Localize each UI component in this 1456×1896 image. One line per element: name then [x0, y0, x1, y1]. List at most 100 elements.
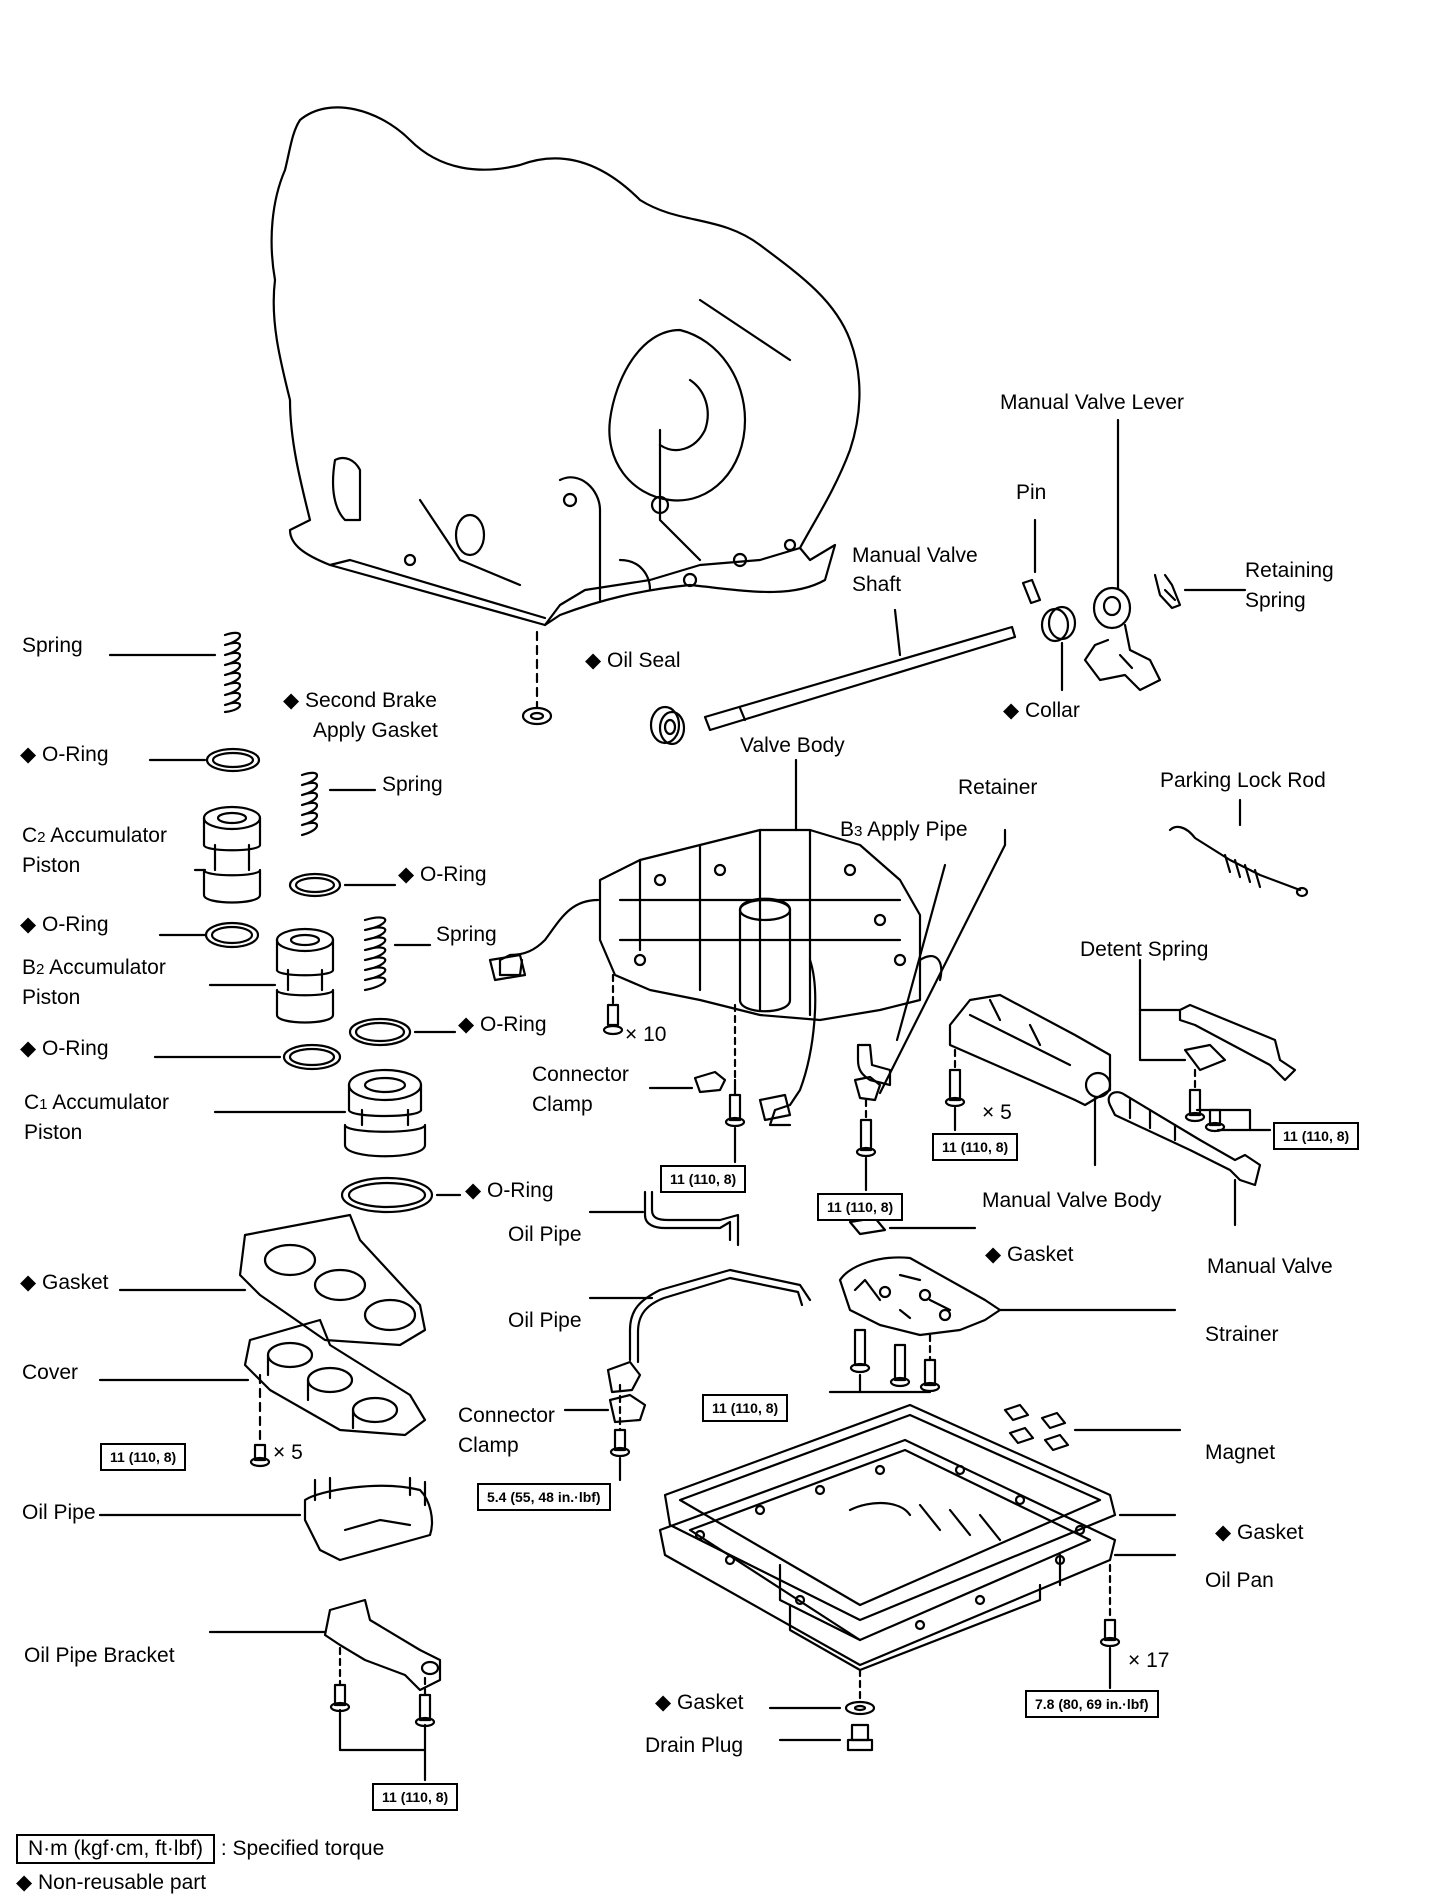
- oil-pipe-long: [630, 1270, 810, 1362]
- label-manual-valve-lever: Manual Valve Lever: [1000, 391, 1185, 414]
- second-brake-apply-gasket: [523, 708, 551, 724]
- transmission-case: [272, 107, 860, 625]
- drain-plug: [848, 1725, 872, 1750]
- strainer-bolt-2: [891, 1345, 909, 1386]
- connector-right: [760, 1095, 790, 1120]
- oil-pipe-bracket: [325, 1600, 440, 1690]
- o-ring-2: [290, 874, 340, 896]
- label-connector-clamp-1: Connector: [532, 1063, 629, 1086]
- label-x10: × 10: [625, 1023, 667, 1046]
- label-oil-pipe-1: Oil Pipe: [508, 1223, 582, 1246]
- label-c2-piston-2: Piston: [22, 854, 81, 877]
- o-ring-4: [350, 1019, 410, 1045]
- label-retainer: Retainer: [958, 776, 1038, 799]
- clamp-bolt: [726, 1095, 744, 1126]
- strainer-bolt-1: [851, 1330, 869, 1372]
- legend-nonreusable: Non-reusable part: [16, 1870, 384, 1895]
- torque-clamp: 5.4 (55, 48 in.·lbf): [477, 1483, 611, 1511]
- label-cover: Cover: [22, 1361, 79, 1384]
- label-connector-clamp-2: Connector: [458, 1404, 555, 1427]
- o-ring-5: [284, 1045, 340, 1069]
- torque-valve-body: 11 (110, 8): [660, 1165, 747, 1193]
- torque-manual-valve-body: 11 (110, 8): [932, 1133, 1019, 1161]
- label-detent-spring: Detent Spring: [1080, 938, 1209, 961]
- collar: [1042, 607, 1075, 641]
- drain-plug-gasket: [846, 1702, 874, 1714]
- oil-pan: [660, 1440, 1115, 1670]
- manual-valve-body-bolt: [946, 1050, 964, 1106]
- retaining-spring: [1155, 575, 1180, 608]
- label-gasket-2: Gasket: [985, 1242, 1074, 1267]
- connector-clamp-upper: [695, 1072, 725, 1092]
- torque-cover: 11 (110, 8): [100, 1443, 187, 1471]
- lower-clamp-bolt: [611, 1430, 629, 1456]
- label-x17: × 17: [1128, 1649, 1170, 1672]
- label-collar: Collar: [1003, 698, 1080, 723]
- label-parking-lock-rod: Parking Lock Rod: [1160, 769, 1326, 792]
- label-c1-piston-2: Piston: [24, 1121, 83, 1144]
- legend-unit-text: : Specified torque: [220, 1837, 385, 1860]
- c2-accumulator-piston: [204, 807, 260, 903]
- manual-valve: [1109, 1092, 1260, 1185]
- label-oil-pipe-bracket: Oil Pipe Bracket: [24, 1644, 175, 1667]
- retainer-bolt: [857, 1100, 875, 1156]
- label-pin: Pin: [1016, 481, 1047, 504]
- strainer: [840, 1257, 1000, 1335]
- label-second-brake-1: Second Brake: [283, 688, 437, 713]
- label-spring-top: Spring: [22, 634, 83, 657]
- label-gasket-4: Gasket: [655, 1690, 744, 1715]
- label-x5-b: × 5: [273, 1441, 303, 1464]
- label-gasket-3: Gasket: [1215, 1520, 1304, 1545]
- c1-accumulator-piston: [345, 1070, 425, 1156]
- strainer-bolt-3: [921, 1335, 939, 1391]
- oil-pan-bolt: [1101, 1620, 1119, 1646]
- label-gasket-1: Gasket: [20, 1270, 109, 1295]
- label-manual-valve: Manual Valve: [1207, 1255, 1333, 1278]
- label-x5-a: × 5: [982, 1101, 1012, 1124]
- pin: [1023, 580, 1040, 603]
- label-o-ring-1: O-Ring: [20, 742, 109, 767]
- label-spring-2: Spring: [382, 773, 443, 796]
- label-b2-piston-1: B2 Accumulator: [22, 956, 166, 979]
- detent-spring: [1180, 1005, 1295, 1080]
- manual-valve-lever: [1085, 588, 1160, 690]
- oil-seal: [651, 707, 684, 744]
- label-valve-body: Valve Body: [740, 734, 845, 757]
- parking-lock-rod: [1170, 827, 1307, 896]
- label-oil-pan: Oil Pan: [1205, 1569, 1274, 1592]
- valve-body: [600, 830, 941, 1020]
- b2-accumulator-piston: [277, 929, 333, 1023]
- legend-torque: N·m (kgf·cm, ft·lbf) : Specified torque: [16, 1834, 384, 1864]
- valve-body-bolt: [604, 975, 622, 1034]
- label-strainer: Strainer: [1205, 1323, 1279, 1346]
- cover: [245, 1320, 425, 1435]
- gasket-left: [240, 1215, 425, 1345]
- label-o-ring-5: O-Ring: [20, 1036, 109, 1061]
- torque-bracket: 11 (110, 8): [372, 1783, 459, 1811]
- label-o-ring-3: O-Ring: [20, 912, 109, 937]
- detent-bolt-2: [1206, 1110, 1224, 1131]
- manual-valve-shaft: [705, 610, 1015, 730]
- label-manual-valve-shaft-1: Manual Valve: [852, 544, 978, 567]
- detent-bolt-1: [1186, 1070, 1204, 1121]
- label-second-brake-2: Apply Gasket: [313, 719, 438, 742]
- spring-1: [225, 633, 240, 712]
- label-oil-pipe-3: Oil Pipe: [22, 1501, 96, 1524]
- oil-pipe-bottom-left: [305, 1478, 432, 1560]
- spring-2: [302, 773, 317, 835]
- oil-pan-gasket: [665, 1405, 1115, 1620]
- label-c2-piston-1: C2 Accumulator: [22, 824, 167, 847]
- bracket-bolt-1: [331, 1648, 349, 1711]
- connector-left: [490, 955, 525, 980]
- torque-detent: 11 (110, 8): [1273, 1122, 1360, 1150]
- label-o-ring-4: O-Ring: [458, 1012, 547, 1037]
- label-retaining-spring-1: Retaining: [1245, 559, 1334, 582]
- label-o-ring-2: O-Ring: [398, 862, 487, 887]
- label-b3-apply-pipe: B3 Apply Pipe: [840, 818, 968, 841]
- label-oil-seal: Oil Seal: [585, 648, 681, 673]
- o-ring-1: [207, 749, 259, 771]
- cover-bolt: [251, 1445, 269, 1466]
- torque-oil-pan: 7.8 (80, 69 in.·lbf): [1025, 1690, 1159, 1718]
- o-ring-3: [206, 923, 258, 947]
